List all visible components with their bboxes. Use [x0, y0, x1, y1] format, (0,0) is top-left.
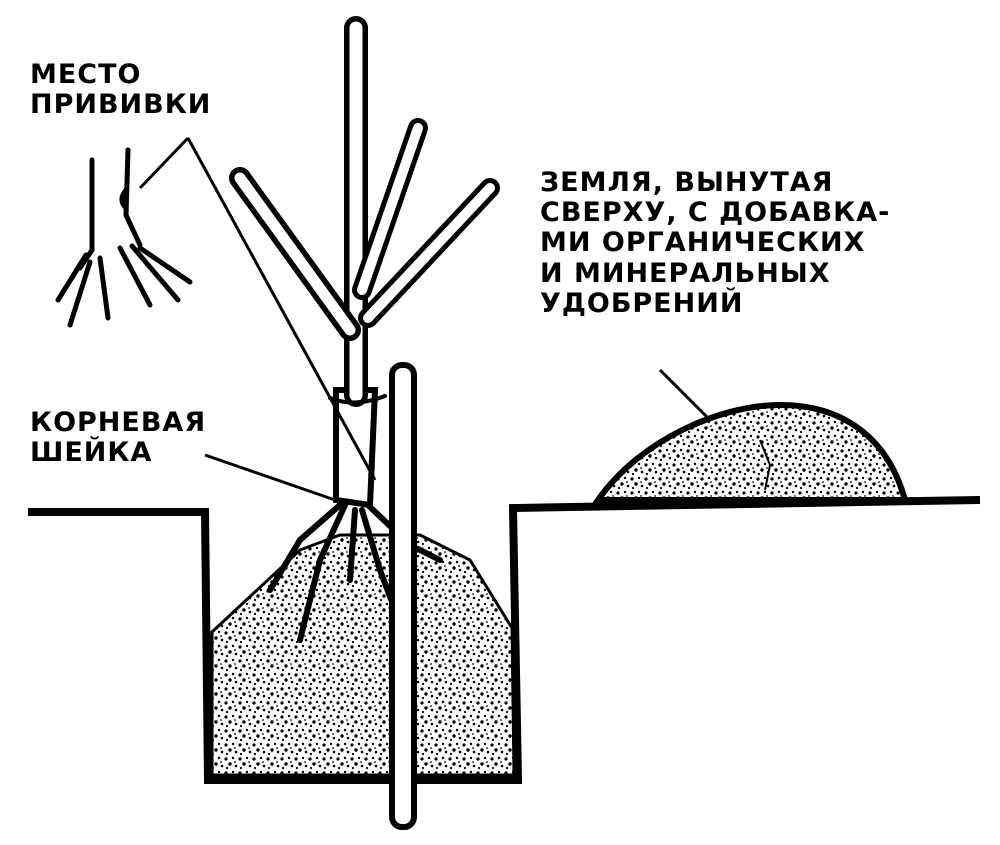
mound-crack [759, 439, 772, 491]
ground-line [28, 496, 981, 784]
soil-mound [592, 401, 909, 503]
pit-soil [210, 533, 516, 777]
root-collar-label: КОРНЕВАЯ ШЕЙКА [30, 407, 207, 469]
support-stake [389, 362, 417, 830]
topsoil-label: ЗЕМЛЯ, ВЫНУТАЯ СВЕРХУ, С ДОБАВКА- МИ ОРГ… [540, 167, 891, 319]
leader-lines [138, 136, 712, 502]
graft-site-label: МЕСТО ПРИВИВКИ [30, 59, 212, 121]
sapling [229, 16, 500, 643]
graft-inset [55, 147, 193, 328]
